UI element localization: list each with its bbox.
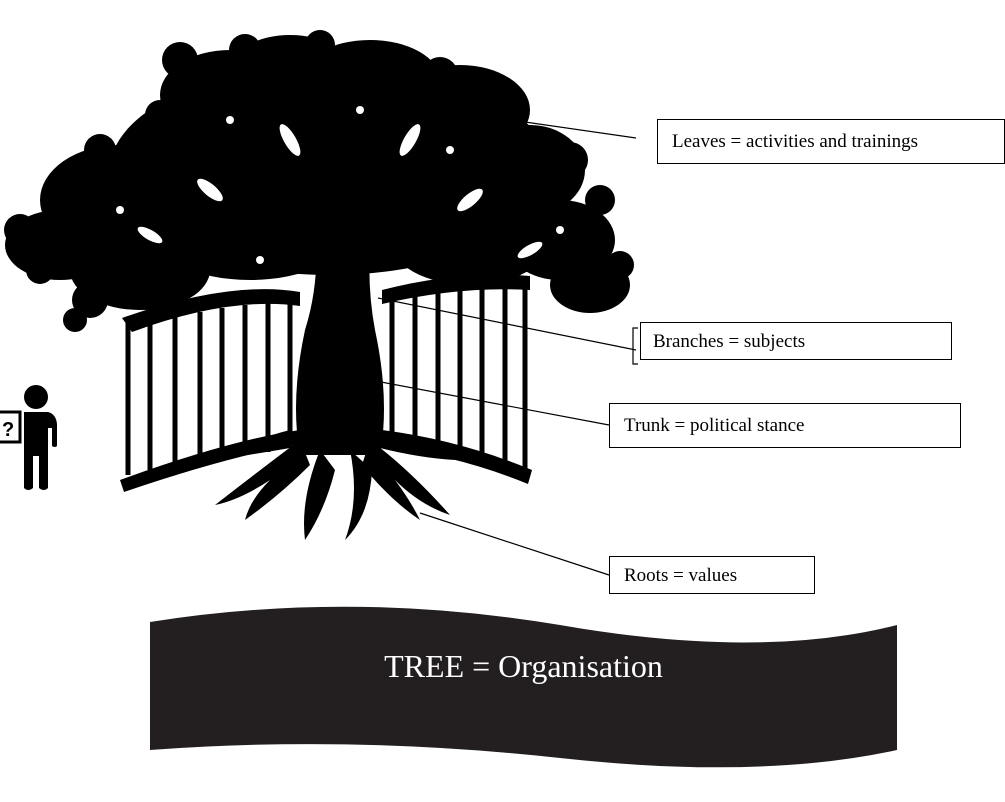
leaves-label: Leaves = activities and trainings (672, 131, 919, 152)
organisation-banner (150, 606, 897, 768)
roots-label-box: Roots = values (609, 556, 815, 594)
branches-label-box: Branches = subjects (640, 322, 952, 360)
question-sign (0, 410, 22, 444)
branches-bracket (632, 327, 638, 365)
leaves-label-box: Leaves = activities and trainings (657, 119, 1005, 164)
roots-label: Roots = values (624, 564, 738, 586)
canopy (4, 30, 634, 332)
trunk (296, 160, 385, 455)
ground-roots (215, 430, 455, 540)
banner-title: TREE = Organisation (384, 648, 663, 684)
branches-label: Branches = subjects (653, 330, 806, 352)
trunk-label-box: Trunk = political stance (609, 403, 961, 448)
aerial-roots (125, 280, 528, 475)
trunk-label: Trunk = political stance (624, 415, 805, 436)
connector-lines (359, 121, 637, 576)
person-figure (24, 385, 57, 490)
question-mark: ? (2, 419, 14, 441)
